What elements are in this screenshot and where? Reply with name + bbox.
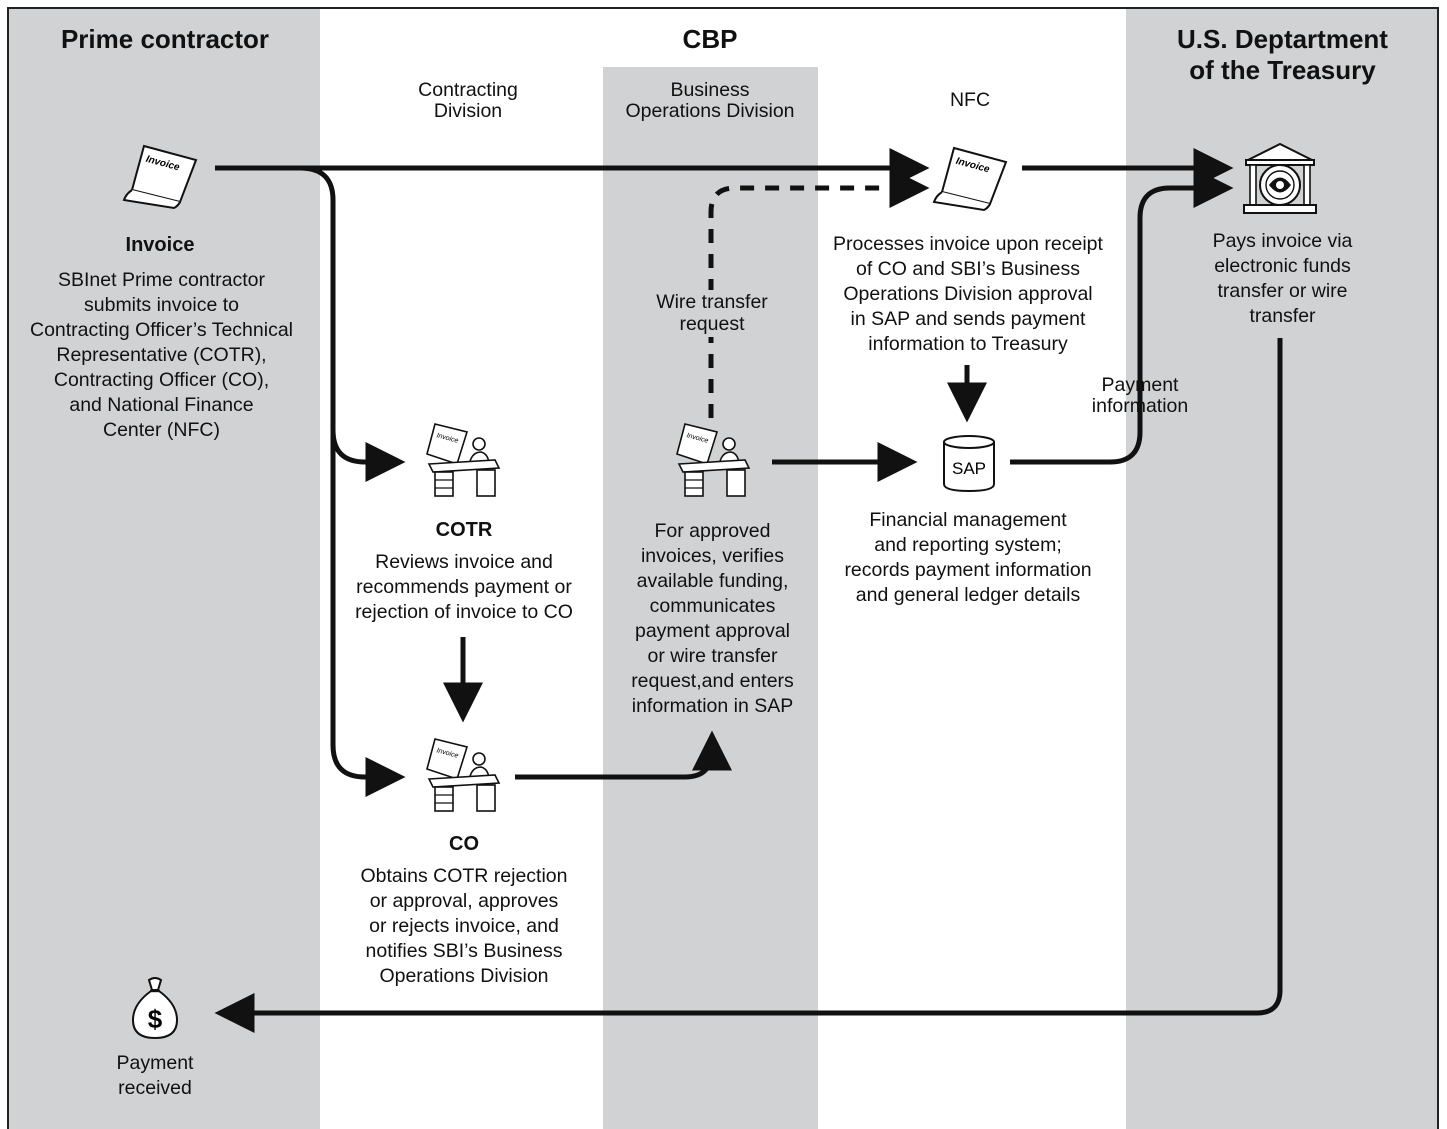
bod-desk-worker-icon: Invoice (676, 423, 751, 497)
lane-title-prime-contractor: Prime contractor (60, 24, 270, 54)
money-bag-symbol: $ (148, 1004, 163, 1034)
nfc-line: of CO and SBI’s Business (855, 258, 1080, 280)
arrow-treasury-to-payment (214, 338, 1283, 1033)
sublane-nfc: NFC (949, 89, 991, 111)
arrow-sap-to-treasury (1010, 168, 1234, 465)
invoice-title: Invoice (125, 234, 195, 256)
sublane-bod-line1: Business (670, 79, 750, 101)
co-line: notifies SBI’s Business (365, 940, 563, 962)
bod-line: available funding, (636, 570, 789, 592)
invoice-line: and National Finance (69, 394, 254, 416)
co-line: or rejects invoice, and (369, 915, 559, 937)
sap-line: records payment information (844, 559, 1092, 581)
nfc-line: Operations Division approval (843, 283, 1093, 305)
bod-line: request,and enters (631, 670, 794, 692)
treasury-building-seal-icon (1243, 142, 1317, 214)
co-line: Operations Division (379, 965, 549, 987)
sap-label: SAP (952, 459, 986, 478)
co-line: or approval, approves (369, 890, 559, 912)
nfc-line: in SAP and sends payment (850, 308, 1086, 330)
cotr-desk-worker-icon: Invoice (426, 423, 501, 497)
sublane-contracting-line2: Division (433, 100, 503, 122)
sap-database-icon: SAP (943, 435, 995, 493)
payment-information-label-line1: Payment (1101, 374, 1179, 396)
arrow-wire-transfer-dashed (708, 168, 930, 418)
nfc-invoice-document-icon: Invoice (932, 146, 1008, 212)
invoice-line: Center (NFC) (102, 419, 220, 441)
bod-line: communicates (649, 595, 776, 617)
co-line: Obtains COTR rejection (360, 865, 568, 887)
nfc-line: Processes invoice upon receipt (833, 233, 1103, 255)
invoice-line: SBInet Prime contractor (58, 269, 265, 291)
bod-line: information in SAP (631, 695, 794, 717)
treasury-line: transfer or wire (1217, 280, 1348, 302)
treasury-line: transfer (1249, 305, 1316, 327)
lane-title-cbp: CBP (682, 24, 738, 54)
wire-transfer-label-line1: Wire transfer (632, 290, 792, 315)
payment-line: Payment (116, 1052, 194, 1074)
sap-line: and general ledger details (855, 584, 1081, 606)
lane-business-operations-division (603, 67, 818, 1129)
bod-line: or wire transfer (647, 645, 778, 667)
nfc-line: information to Treasury (868, 333, 1068, 355)
co-desk-worker-icon: Invoice (426, 738, 501, 812)
sublane-contracting-line1: Contracting (418, 79, 518, 101)
arrow-invoice-to-cotr (299, 165, 406, 482)
invoice-line: Representative (COTR), (56, 344, 267, 366)
lane-title-treasury-line2: of the Treasury (1189, 55, 1376, 85)
cotr-line: recommends payment or (356, 576, 572, 598)
lane-title-treasury-line1: U.S. Deptartment (1177, 24, 1388, 54)
cotr-line: rejection of invoice to CO (355, 601, 573, 623)
payment-information-label-line2: information (1091, 395, 1189, 417)
cotr-line: Reviews invoice and (375, 551, 553, 573)
payment-line: received (118, 1077, 192, 1099)
sap-line: and reporting system; (874, 534, 1062, 556)
arrow-invoice-to-co (330, 430, 406, 797)
bod-line: invoices, verifies (640, 545, 785, 567)
invoice-line: submits invoice to (84, 294, 239, 316)
sublane-bod-line2: Operations Division (625, 100, 795, 122)
cotr-title: COTR (435, 519, 493, 541)
invoice-document-icon: Invoice (122, 144, 198, 210)
sap-line: Financial management (869, 509, 1067, 531)
money-bag-icon: $ (131, 977, 179, 1040)
arrow-co-to-bod (515, 730, 732, 780)
bod-line: payment approval (634, 620, 790, 642)
diagram-frame (7, 7, 1439, 1129)
invoice-line: Contracting Officer’s Technical (29, 319, 294, 341)
treasury-line: electronic funds (1214, 255, 1351, 277)
bod-line: For approved (654, 520, 771, 542)
treasury-line: Pays invoice via (1212, 230, 1353, 252)
wire-transfer-label-line2: request (632, 312, 792, 337)
co-title: CO (449, 833, 479, 855)
invoice-line: Contracting Officer (CO), (53, 369, 270, 391)
